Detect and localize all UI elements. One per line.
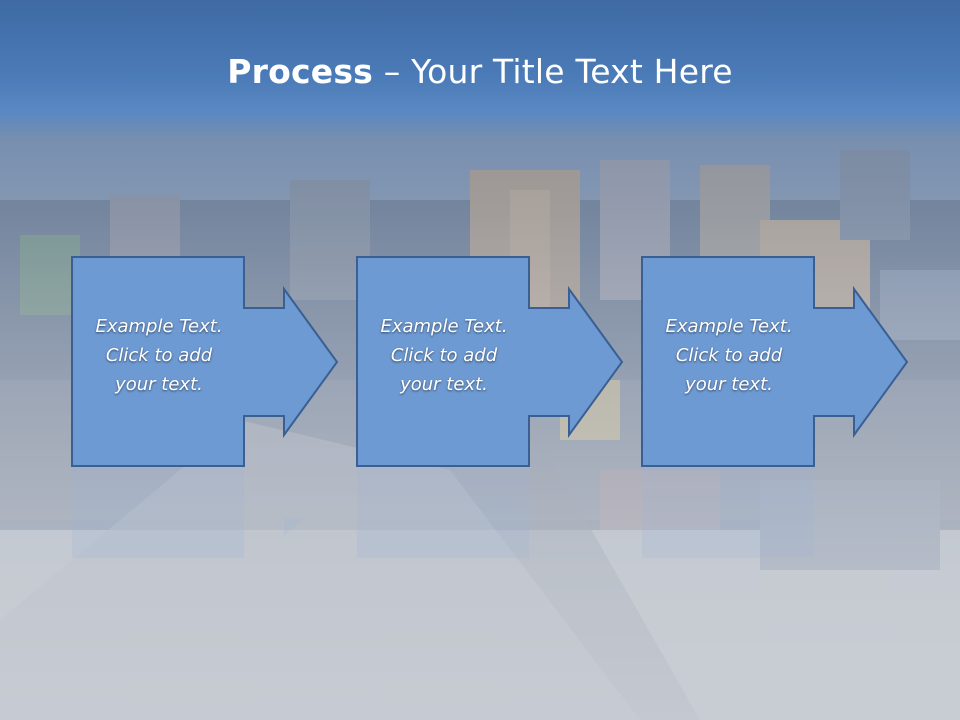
title-bar [0, 0, 960, 140]
step-2-reflection [357, 468, 529, 558]
step-text[interactable]: Example Text. Click to add your text. [95, 316, 223, 395]
title-rest-text: – Your Title Text Here [373, 52, 733, 91]
arrow-box-shape [641, 256, 909, 467]
step-text[interactable]: Example Text. Click to add your text. [665, 316, 793, 395]
step-3-reflection [642, 468, 814, 558]
process-step-2[interactable]: Example Text. Click to add your text. [356, 256, 628, 468]
title-bold-text: Process [227, 52, 374, 91]
slide-title[interactable]: Process – Your Title Text Here [0, 52, 960, 91]
step-1-reflection [72, 468, 304, 558]
arrow-box-shape [71, 256, 339, 467]
process-step-3[interactable]: Example Text. Click to add your text. [641, 256, 913, 468]
step-text[interactable]: Example Text. Click to add your text. [380, 316, 508, 395]
arrow-box-shape [356, 256, 624, 467]
process-step-1[interactable]: Example Text. Click to add your text. [71, 256, 343, 468]
